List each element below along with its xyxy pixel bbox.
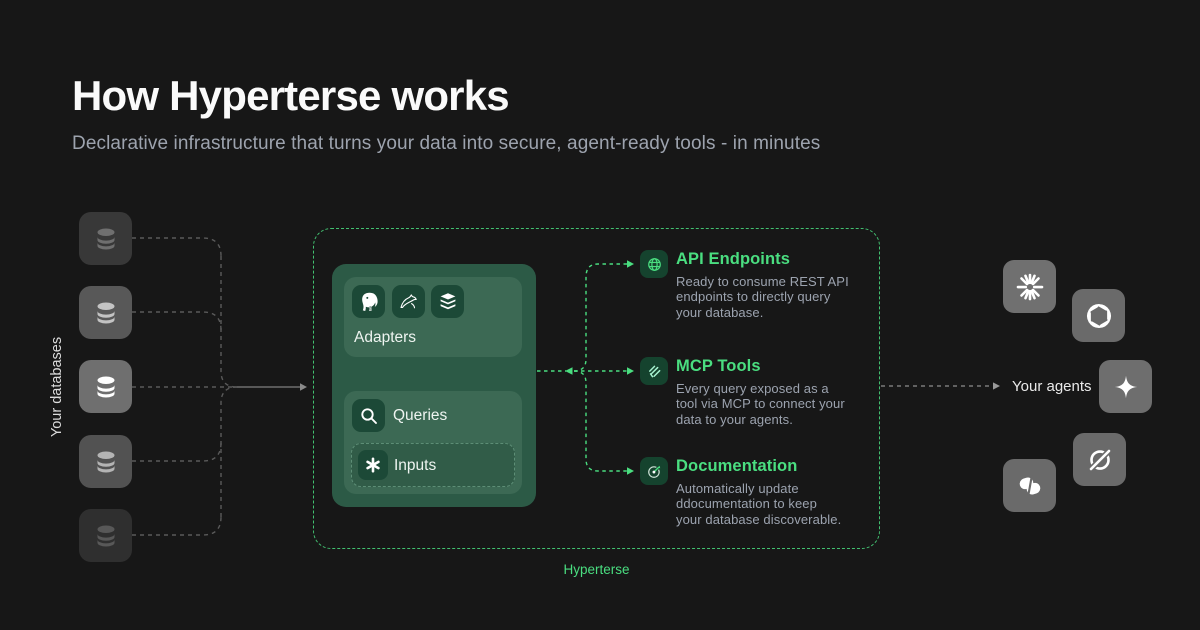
output-description: Every query exposed as a tool via MCP to… — [676, 381, 845, 427]
agents-label: Your agents — [1012, 378, 1092, 395]
adapters-card: Adapters — [344, 277, 522, 357]
queries-search-icon — [352, 399, 385, 432]
input-arrowhead — [300, 383, 307, 391]
output-description: Automatically update ddocumentation to k… — [676, 481, 842, 527]
gemini-sparkle-agent-icon — [1099, 360, 1152, 413]
inputs-label: Inputs — [394, 457, 437, 474]
output-arrowheads — [565, 260, 634, 475]
agents-arrowhead — [993, 382, 1000, 390]
page-title: How Hyperterse works — [72, 72, 510, 119]
mcp-hatch-icon — [640, 357, 668, 385]
redis-icon — [431, 285, 464, 318]
output-title: API Endpoints — [676, 250, 791, 268]
database-icon — [91, 447, 121, 477]
database-tile-3 — [79, 360, 132, 413]
hyperterse-boundary-box — [313, 228, 880, 549]
openai-agent-icon — [1072, 289, 1125, 342]
output-api-endpoints: API Endpoints Ready to consume REST API … — [640, 250, 849, 320]
compass-arrow-icon — [640, 457, 668, 485]
databases-label: Your databases — [49, 336, 65, 438]
database-icon — [91, 521, 121, 551]
database-icon — [91, 298, 121, 328]
page-subtitle: Declarative infrastructure that turns yo… — [72, 133, 821, 154]
globe-icon — [640, 250, 668, 278]
hyperterse-caption: Hyperterse — [563, 562, 630, 577]
database-icon — [91, 224, 121, 254]
mysql-icon — [392, 285, 425, 318]
database-connectors — [132, 237, 238, 536]
output-description: Ready to consume REST API endpoints to d… — [676, 274, 849, 320]
output-branches — [537, 263, 627, 472]
database-tile-2 — [79, 286, 132, 339]
database-tile-5 — [79, 509, 132, 562]
output-mcp-tools: MCP Tools Every query exposed as a tool … — [640, 357, 845, 427]
queries-label: Queries — [393, 407, 448, 424]
comet-compass-agent-icon — [1073, 433, 1126, 486]
inputs-asterisk-icon — [358, 450, 388, 480]
output-title: Documentation — [676, 457, 798, 475]
postgresql-icon — [352, 285, 385, 318]
queries-card: Queries Inputs — [344, 391, 522, 494]
database-tile-1 — [79, 212, 132, 265]
adapters-label: Adapters — [354, 329, 417, 346]
database-icon — [91, 372, 121, 402]
pipeline-panel: Adapters Queries Inputs — [332, 264, 536, 507]
claude-spark-agent-icon — [1003, 260, 1056, 313]
copilot-agent-icon — [1003, 459, 1056, 512]
output-documentation: Documentation Automatically update ddocu… — [640, 457, 841, 527]
output-title: MCP Tools — [676, 357, 761, 375]
database-tile-4 — [79, 435, 132, 488]
inputs-box: Inputs — [351, 443, 515, 487]
